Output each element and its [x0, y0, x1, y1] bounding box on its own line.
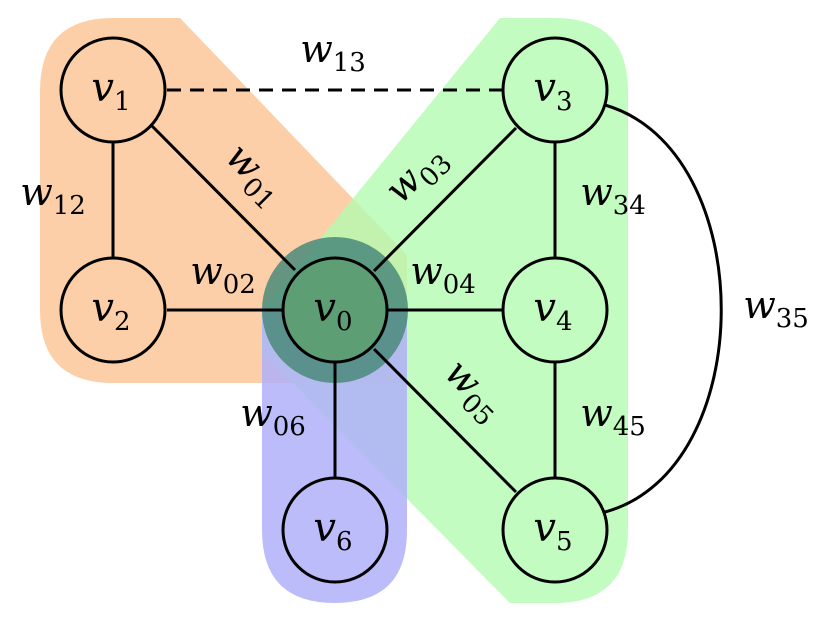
- node-v5-label: v5: [533, 505, 572, 557]
- nodes: v0 v1 v2 v3 v4 v5 v6: [59, 36, 609, 584]
- edges: [111, 88, 723, 514]
- edge-label-w06: w06: [240, 391, 306, 442]
- node-v1-label: v1: [91, 65, 130, 117]
- edge-label-w34: w34: [580, 170, 646, 221]
- node-v4: v4: [501, 256, 609, 364]
- node-v6-circle: [281, 476, 389, 584]
- node-v1: v1: [59, 36, 167, 144]
- edge-label-w35: w35: [743, 283, 809, 334]
- edge-w35: [604, 103, 723, 514]
- node-v6-label: v6: [313, 505, 352, 557]
- edge-w03: [372, 126, 518, 273]
- node-v1-circle: [59, 36, 167, 144]
- edge-label-w45: w45: [580, 391, 646, 442]
- edge-label-w12: w12: [20, 170, 86, 221]
- node-v3-label: v3: [533, 65, 572, 117]
- edge-label-w13: w13: [300, 27, 366, 78]
- node-v6: v6: [281, 476, 389, 584]
- node-v5: v5: [501, 476, 609, 584]
- node-v2-circle: [59, 256, 167, 364]
- node-v4-label: v4: [533, 285, 572, 337]
- node-v0-circle: [281, 256, 389, 364]
- node-v5-circle: [501, 476, 609, 584]
- node-v0-label: v0: [313, 285, 352, 337]
- edge-label-w02: w02: [190, 249, 256, 300]
- node-v0: v0: [281, 256, 389, 364]
- node-v2-label: v2: [91, 285, 130, 337]
- edge-w01: [150, 124, 297, 272]
- node-v3: v3: [501, 36, 609, 144]
- edge-label-w04: w04: [410, 249, 476, 300]
- node-v2: v2: [59, 256, 167, 364]
- edge-w05: [372, 347, 518, 494]
- node-v4-circle: [501, 256, 609, 364]
- node-v3-circle: [501, 36, 609, 144]
